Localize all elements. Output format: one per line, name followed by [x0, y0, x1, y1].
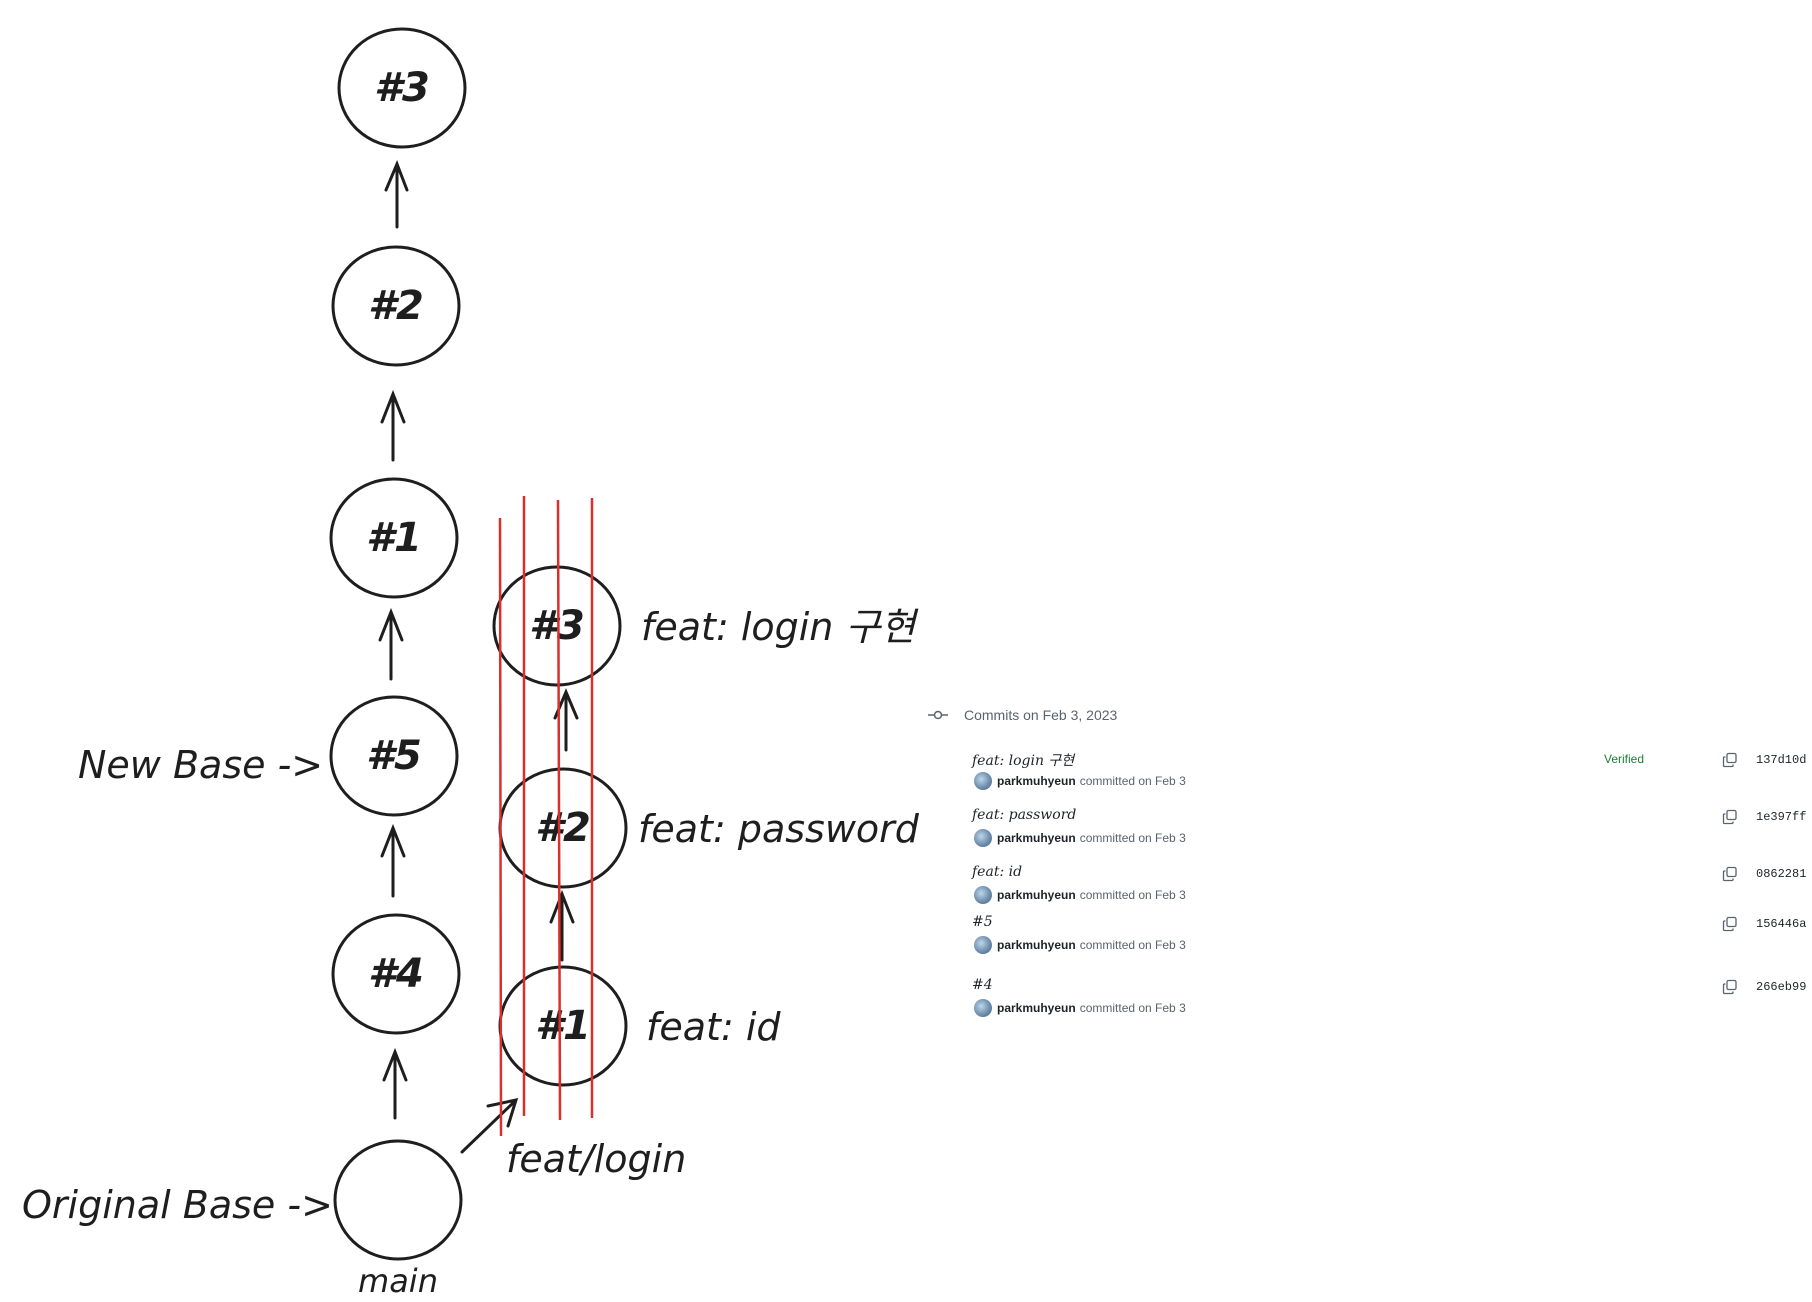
commit-author[interactable]: parkmuhyeun: [997, 938, 1076, 952]
commits-header: Commits on Feb 3, 2023: [928, 700, 1117, 730]
copy-icon[interactable]: [1722, 866, 1738, 882]
arrow-up-icon: [378, 607, 404, 681]
commit-author[interactable]: parkmuhyeun: [997, 888, 1076, 902]
branch-fork-arrow-icon: [460, 1097, 519, 1154]
arrow-up-icon: [384, 159, 409, 229]
verified-badge[interactable]: Verified: [1604, 752, 1645, 766]
original-base-label: Original Base ->: [22, 1183, 333, 1227]
main-base-node: [333, 1139, 463, 1261]
main-node-2: [331, 245, 461, 367]
arrow-up-icon: [380, 389, 406, 462]
commit-author[interactable]: parkmuhyeun: [997, 1001, 1076, 1015]
main-node-1-label: #1: [366, 515, 422, 561]
commit-date: committed on Feb 3: [1079, 938, 1186, 952]
main-node-4: [331, 913, 461, 1035]
branch-node-1-label: #1: [535, 1003, 591, 1049]
copy-icon[interactable]: [1722, 916, 1738, 932]
branch-node-3-label: #3: [529, 603, 585, 649]
commit-date: committed on Feb 3: [1079, 831, 1186, 845]
main-node-1: [329, 477, 459, 599]
avatar[interactable]: [974, 936, 992, 954]
main-node-5: [329, 695, 459, 817]
strike-line: [498, 517, 503, 1137]
main-arrows: [378, 159, 409, 1120]
copy-icon[interactable]: [1722, 979, 1738, 995]
branch-message-2: feat: password: [638, 807, 920, 851]
commits-header-text: Commits on Feb 3, 2023: [964, 707, 1118, 723]
git-commit-icon: [928, 705, 954, 725]
branch-stack: #3 #2 #1: [492, 565, 628, 1087]
commit-author[interactable]: parkmuhyeun: [997, 831, 1076, 845]
new-base-label: New Base ->: [78, 743, 323, 787]
arrow-up-icon: [549, 889, 575, 962]
commit-message[interactable]: feat: login 구현: [972, 753, 1075, 769]
strike-line: [556, 499, 562, 1121]
copy-icon[interactable]: [1722, 809, 1738, 825]
main-node-3-label: #3: [374, 65, 430, 111]
commit-sha[interactable]: 266eb99: [1756, 980, 1807, 994]
arrow-up-icon: [382, 1047, 408, 1120]
commit-date: committed on Feb 3: [1079, 1001, 1186, 1015]
commit-date: committed on Feb 3: [1079, 888, 1186, 902]
branch-node-2-label: #2: [535, 805, 591, 851]
commit-sha[interactable]: 137d10d: [1756, 753, 1807, 767]
feat-login-branch-label: feat/login: [506, 1137, 686, 1181]
main-node-5-label: #5: [366, 733, 422, 779]
commit-sha[interactable]: 156446a: [1756, 917, 1807, 931]
branch-arrows: [460, 688, 579, 1154]
commit-message[interactable]: #5: [972, 914, 993, 930]
branch-message-1: feat: id: [646, 1005, 781, 1049]
avatar[interactable]: [974, 999, 992, 1017]
branch-message-3: feat: login 구현: [641, 605, 919, 649]
main-stack: #3 #2 #1 #5 #4: [329, 27, 467, 1261]
avatar[interactable]: [974, 772, 992, 790]
main-branch-label: main: [358, 1262, 438, 1300]
commit-date: committed on Feb 3: [1079, 774, 1186, 788]
main-node-4-label: #4: [368, 951, 424, 997]
main-node-2-label: #2: [368, 283, 424, 329]
main-node-3: [337, 27, 467, 149]
avatar[interactable]: [974, 886, 992, 904]
copy-icon[interactable]: [1722, 752, 1738, 768]
avatar[interactable]: [974, 829, 992, 847]
arrow-up-icon: [380, 823, 406, 898]
commit-message[interactable]: #4: [972, 977, 993, 993]
commit-sha[interactable]: 1e397ff: [1756, 810, 1807, 824]
commit-author[interactable]: parkmuhyeun: [997, 774, 1076, 788]
commit-sha[interactable]: 0862281: [1756, 867, 1807, 881]
commit-message[interactable]: feat: password: [972, 807, 1077, 823]
commit-message[interactable]: feat: id: [972, 864, 1023, 880]
strike-lines: [498, 496, 594, 1137]
